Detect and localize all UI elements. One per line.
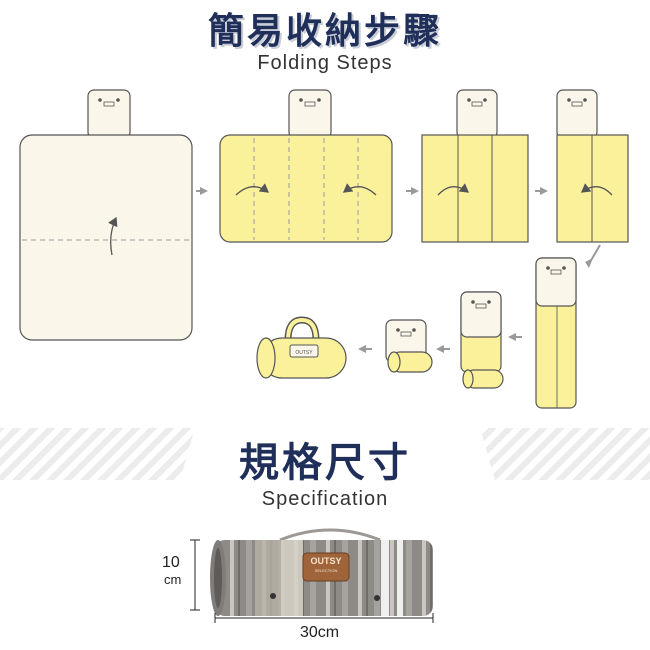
step-arrow-icons	[196, 187, 601, 353]
step-2-half-folded	[219, 89, 393, 243]
height-unit: cm	[164, 572, 182, 587]
width-label: 30cm	[300, 624, 340, 641]
carry-strap	[279, 528, 381, 542]
folding-title-en: Folding Steps	[257, 52, 393, 74]
brand-tag-sublabel: SELECTION	[314, 568, 338, 573]
right-stripe-band	[480, 428, 650, 480]
step-8-final-roll: OUTSY	[256, 316, 347, 379]
mini-brand-label: OUTSY	[295, 350, 313, 356]
folding-title-zh: 簡易收納步驟	[207, 11, 442, 52]
brand-tag-label: OUTSY	[310, 556, 342, 566]
left-stripe-band	[0, 428, 195, 480]
height-value: 10	[162, 554, 180, 571]
step-7-rolled	[385, 319, 433, 373]
step-1-unfolded-mat	[19, 89, 193, 341]
step-3-sides-folded	[421, 89, 529, 243]
step-5-folded-strip	[535, 257, 577, 409]
brand-tag	[302, 552, 350, 582]
fold-up-arrow-icon	[107, 216, 118, 256]
spec-title-en: Specification	[261, 488, 389, 510]
step-4-narrow-strip	[556, 89, 629, 243]
spec-title-zh: 規格尺寸	[239, 440, 411, 486]
step-6-rolling	[460, 291, 504, 389]
